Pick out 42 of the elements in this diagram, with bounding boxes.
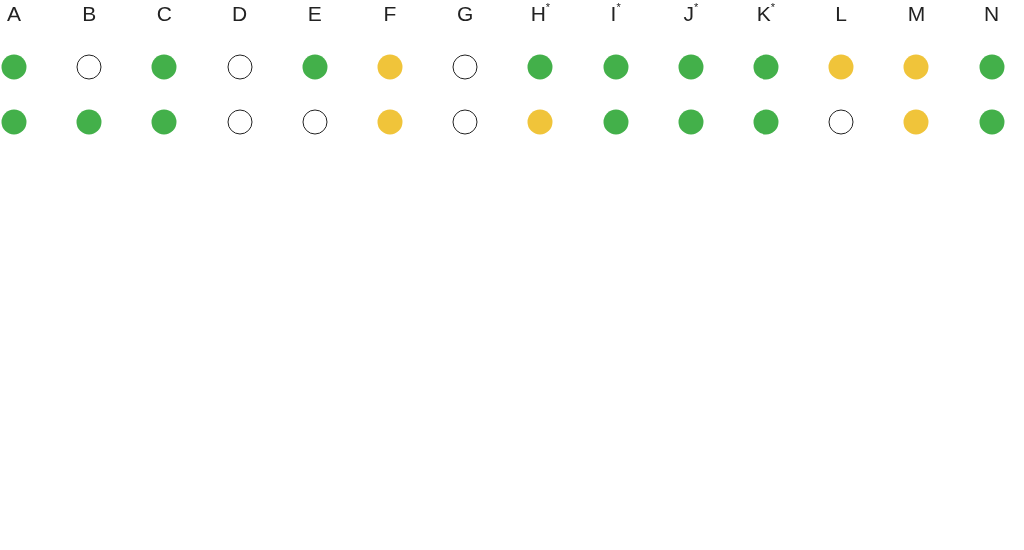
- empty-circle: [227, 54, 253, 80]
- column-header: J$^{*}$: [683, 2, 699, 26]
- filled-circle: [678, 54, 704, 80]
- empty-circle: [302, 109, 328, 135]
- filled-circle: [753, 54, 779, 80]
- filled-circle: [1, 109, 27, 135]
- filled-circle: [76, 109, 102, 135]
- empty-circle: [452, 109, 478, 135]
- column-header: F: [383, 2, 397, 26]
- filled-circle: [903, 109, 929, 135]
- filled-circle: [828, 54, 854, 80]
- column-header: B: [82, 2, 97, 26]
- column-header: A: [7, 2, 21, 26]
- column-header: I$^{*}$: [610, 2, 621, 26]
- empty-circle: [227, 109, 253, 135]
- column-header: C: [156, 2, 172, 26]
- empty-circle: [76, 54, 102, 80]
- filled-circle: [302, 54, 328, 80]
- column-header: G: [457, 2, 474, 26]
- filled-circle: [678, 109, 704, 135]
- filled-circle: [903, 54, 929, 80]
- filled-circle: [151, 54, 177, 80]
- filled-circle: [377, 109, 403, 135]
- filled-circle: [527, 109, 553, 135]
- column-header: L: [835, 2, 848, 26]
- column-header: N: [984, 2, 1000, 26]
- filled-circle: [603, 54, 629, 80]
- column-header: M: [907, 2, 926, 26]
- column-header: D: [232, 2, 248, 26]
- filled-circle: [151, 109, 177, 135]
- filled-circle: [979, 54, 1005, 80]
- filled-circle: [603, 109, 629, 135]
- filled-circle: [979, 109, 1005, 135]
- column-header: K$^{*}$: [756, 2, 776, 26]
- filled-circle: [1, 54, 27, 80]
- filled-circle: [377, 54, 403, 80]
- empty-circle: [828, 109, 854, 135]
- column-header: E: [307, 2, 322, 26]
- empty-circle: [452, 54, 478, 80]
- filled-circle: [753, 109, 779, 135]
- filled-circle: [527, 54, 553, 80]
- column-header: H$^{*}$: [530, 2, 551, 26]
